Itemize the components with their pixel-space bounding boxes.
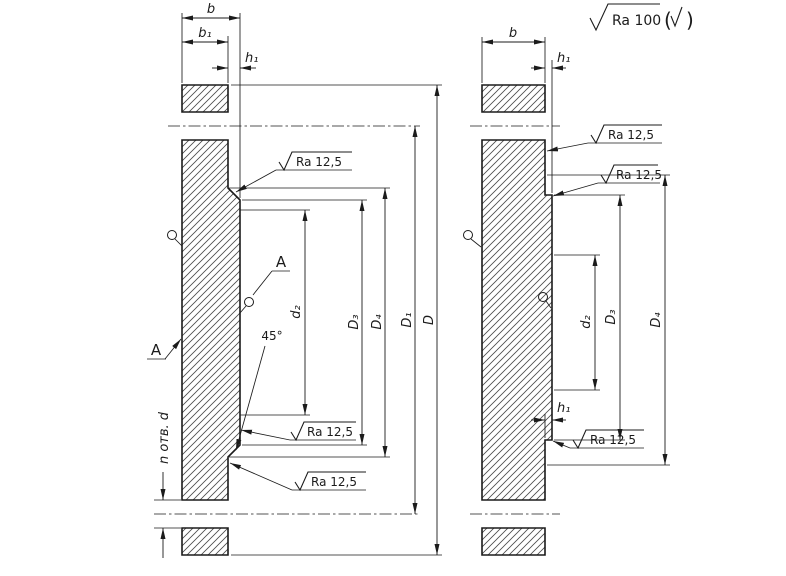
- paren-close: ): [686, 8, 694, 32]
- general-roughness-value: Ra 100: [612, 13, 661, 29]
- surface-mark-icon: [463, 230, 473, 240]
- leader-ra-bottom: [552, 440, 571, 449]
- leader-ra-top: [546, 142, 589, 152]
- left-dimension-lines: [160, 15, 440, 558]
- roughness-check-icon: [589, 3, 660, 32]
- roughness-check-icon: [590, 124, 662, 145]
- right-main-body: [481, 139, 553, 501]
- roughness-label: Ra 12,5: [616, 168, 662, 182]
- right-top-flange-band: [481, 84, 546, 113]
- dim-label-D: D: [422, 315, 437, 325]
- roughness-check-icon: [278, 151, 352, 172]
- dim-label-b: b: [207, 2, 215, 17]
- dim-label-h1: h₁: [245, 51, 258, 66]
- dim-label-D1: D₁: [400, 312, 415, 327]
- roughness-label: Ra 12,5: [608, 128, 654, 142]
- left-top-flange-band: [181, 84, 229, 113]
- surface-mark-icon: [538, 292, 548, 302]
- left-view: b b₁ h₁ d₂ D₃ D₄ D₁ D n отв. d 45° A A R…: [147, 2, 442, 558]
- roughness-check-icon: [670, 6, 683, 28]
- left-roughness-symbols: [278, 151, 366, 492]
- roughness-check-icon: [572, 429, 644, 450]
- right-extension-lines: [470, 37, 670, 466]
- leader-ra-top: [235, 169, 277, 193]
- left-extension-lines: [147, 13, 442, 556]
- dim-label-d2: d₂: [579, 315, 594, 328]
- section-label-a: A: [151, 341, 162, 359]
- left-leaders: [164, 169, 293, 491]
- right-bottom-flange-band: [481, 527, 546, 556]
- left-main-body: [181, 139, 241, 501]
- roughness-label: Ra 12,5: [590, 433, 636, 447]
- dim-label-h1-bottom: h₁: [557, 401, 570, 416]
- right-roughness-symbols: [572, 124, 662, 450]
- roughness-label: Ra 12,5: [311, 475, 357, 489]
- dim-label-D4: D₄: [370, 314, 385, 330]
- paren-open: (: [664, 8, 672, 32]
- leader-ra-bottom: [229, 462, 293, 491]
- dim-label-b1: b₁: [198, 26, 211, 41]
- section-label-a: A: [276, 253, 287, 271]
- left-surface-marks: [167, 230, 254, 307]
- right-view: b h₁ h₁ d₂ D₃ D₄ Ra 12,5 Ra 12,5 Ra 12,5: [463, 26, 670, 556]
- dim-label-D4: D₄: [649, 312, 664, 328]
- right-bolt-hole-centerlines: [470, 125, 560, 515]
- left-part-section: [181, 84, 241, 556]
- leader-ra-mid: [240, 429, 291, 441]
- dim-label-d2: d₂: [289, 305, 304, 318]
- roughness-check-icon: [290, 421, 356, 442]
- leader-section-a-left: [164, 338, 182, 360]
- roughness-check-icon: [294, 471, 366, 492]
- holes-count-label: n отв. d: [157, 411, 172, 464]
- general-roughness-note: Ra 100 ( ): [589, 3, 694, 32]
- dim-label-D3: D₃: [347, 314, 362, 329]
- right-dimension-lines: [482, 39, 668, 465]
- dim-label-h1-top: h₁: [557, 51, 570, 66]
- left-bolt-hole-centerlines: [154, 125, 420, 515]
- surface-mark-icon: [167, 230, 177, 240]
- leader-chamfer-45: [235, 345, 266, 451]
- leader-ra-mid: [552, 182, 599, 197]
- right-surface-marks: [463, 230, 548, 302]
- right-part-section: [481, 84, 553, 556]
- roughness-label: Ra 12,5: [307, 425, 353, 439]
- roughness-label: Ra 12,5: [296, 155, 342, 169]
- dim-label-D3: D₃: [604, 309, 619, 324]
- roughness-check-icon: [600, 164, 658, 185]
- right-leaders: [546, 142, 599, 449]
- left-bottom-flange-band: [181, 527, 229, 556]
- surface-mark-icon: [244, 297, 254, 307]
- chamfer-angle-label: 45°: [261, 329, 282, 343]
- dim-label-b: b: [509, 26, 517, 41]
